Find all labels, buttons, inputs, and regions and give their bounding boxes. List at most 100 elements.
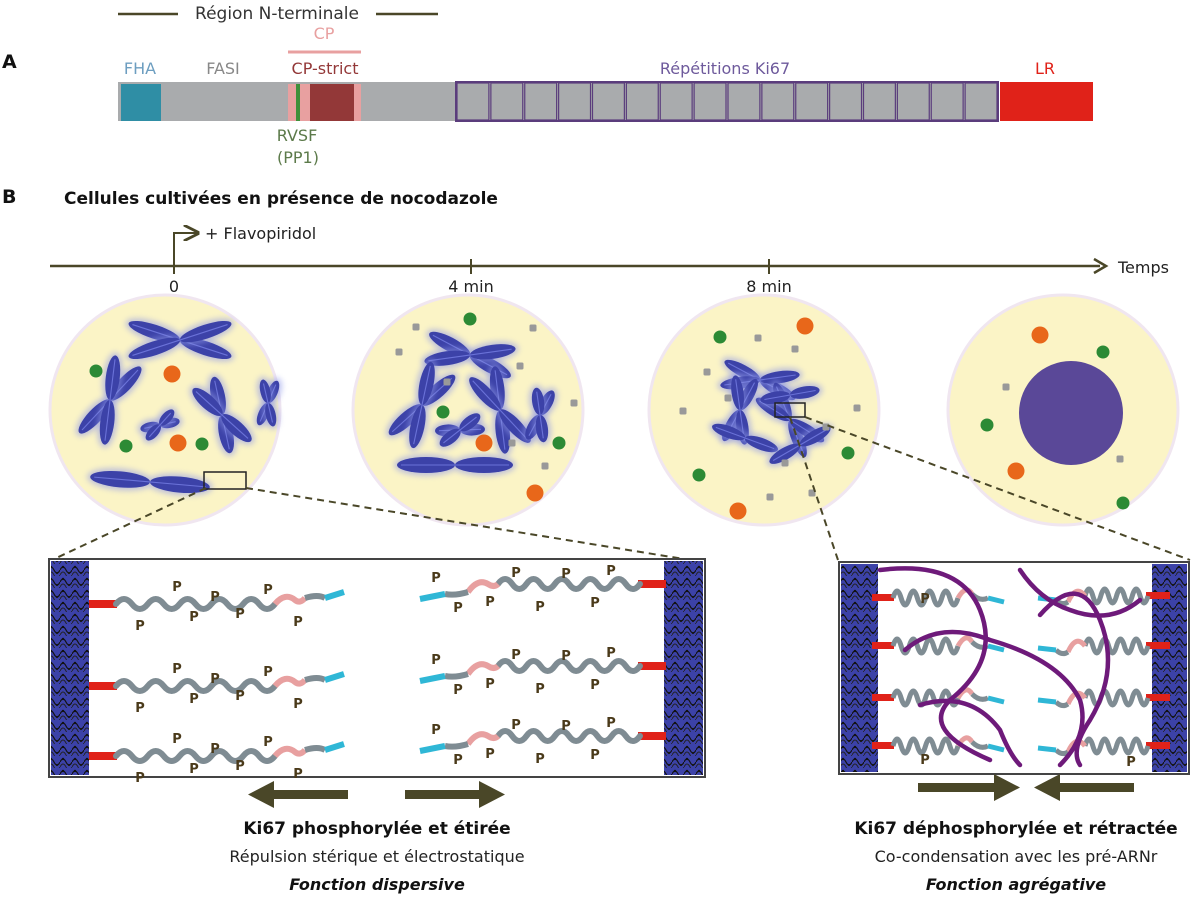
phosphate-mark: P (590, 678, 600, 693)
prerna-granule (508, 439, 516, 447)
fasi-domain (118, 82, 456, 121)
chromosome (394, 454, 516, 476)
tick-label-4min: 4 min (448, 277, 493, 296)
nucleolar-protein-green (119, 439, 133, 453)
lr-label: LR (1035, 59, 1055, 78)
flavopiridol-arrow (173, 233, 198, 262)
fha-segment (1037, 745, 1057, 753)
sister-chromatid-line (764, 389, 816, 401)
lr-segment (638, 662, 666, 670)
chromosome (125, 318, 235, 362)
phosphate-mark: P (561, 719, 571, 734)
nucleolar-protein-green (1096, 345, 1110, 359)
lr-segment (872, 742, 894, 749)
n-terminal-label: Région N-terminale (195, 4, 359, 24)
nucleolar-protein-green (980, 418, 994, 432)
ki67-repeat-11 (795, 82, 829, 121)
repeats-segment (1082, 636, 1151, 656)
phosphate-mark: P (189, 692, 199, 707)
cp-segment (272, 675, 308, 689)
chromosome (189, 373, 255, 457)
n-term-segment (444, 589, 469, 598)
phosphate-mark: P (135, 701, 145, 716)
prerna-granule (443, 378, 451, 386)
chromatid-pair (189, 385, 255, 445)
fha-segment (987, 695, 1005, 705)
phosphate-mark: P (920, 592, 930, 607)
fha-domain (121, 84, 161, 121)
prerna-granule (754, 334, 762, 342)
nucleolar-protein-orange (729, 502, 747, 520)
phosphate-mark: P (189, 610, 199, 625)
prerna-granule (822, 423, 830, 431)
prerna-granule (1002, 383, 1010, 391)
ki67-coiled-right-2 (1037, 636, 1170, 657)
sister-chromatid-line (148, 412, 172, 438)
phosphate-mark: P (235, 607, 245, 622)
zoom-line-right-2 (804, 416, 1191, 561)
nucleolar-protein-green (463, 312, 477, 326)
phosphate-mark: P (535, 600, 545, 615)
pre-rrna-strand (877, 566, 993, 763)
chromatid-pair (125, 318, 235, 362)
chromatid-pair (142, 406, 178, 444)
phosphate-mark: P (431, 571, 441, 586)
right-caption-function: Fonction agrégative (926, 875, 1106, 894)
cp-segment (272, 745, 308, 759)
nucleolar-protein-orange (475, 434, 493, 452)
phosphate-mark: P (606, 716, 616, 731)
rvsf-label: RVSF (277, 126, 318, 145)
repeats-segment (890, 588, 961, 608)
phosphate-mark: P (235, 689, 245, 704)
chromatin-right (664, 561, 703, 775)
lr-segment (1146, 742, 1170, 749)
arrows-aggregative (918, 774, 1134, 801)
cp-label: CP (314, 24, 335, 43)
phosphate-mark: P (235, 759, 245, 774)
repeats-segment (113, 596, 278, 612)
cp-segment (955, 687, 975, 700)
protein-domain-bar (118, 81, 1093, 122)
ki67-repeat-10 (761, 82, 795, 121)
fha-segment (419, 591, 446, 602)
n-term-segment (444, 741, 469, 750)
phosphate-mark: P (561, 567, 571, 582)
phosphate-mark: P (210, 742, 220, 757)
lr-segment (1146, 694, 1170, 701)
chromatid-pair (406, 358, 438, 452)
cp-segment (272, 593, 308, 607)
phosphate-mark: P (561, 649, 571, 664)
n-term-segment (1054, 748, 1070, 757)
repeats-segment (890, 688, 961, 708)
ki67-coiled-right-4: P (1037, 736, 1170, 770)
pp1-label: (PP1) (277, 148, 319, 167)
lr-segment (89, 752, 117, 760)
chromatid-pair (256, 376, 280, 430)
fha-segment (419, 673, 446, 684)
phosphate-mark: P (453, 683, 463, 698)
phosphate-mark: P (172, 662, 182, 677)
phosphate-mark: P (511, 566, 521, 581)
lr-segment (872, 642, 894, 649)
phosphate-mark: P (172, 580, 182, 595)
prerna-granule (781, 459, 789, 467)
phosphate-mark: P (135, 771, 145, 786)
n-term-segment (304, 745, 327, 753)
ki67-repeat-13 (862, 82, 896, 121)
phosphate-mark: P (263, 665, 273, 680)
ki67-repeat-5 (591, 82, 625, 121)
repeats-segment (890, 636, 961, 656)
left-caption-function: Fonction dispersive (289, 875, 465, 894)
ki67-repeat-8 (693, 82, 727, 121)
ki67-repeat-4 (558, 82, 592, 121)
sister-chromatid-line (104, 359, 116, 441)
phosphate-mark: P (263, 735, 273, 750)
phosphate-mark: P (485, 595, 495, 610)
phosphate-mark: P (293, 697, 303, 712)
chromosome (385, 358, 459, 452)
